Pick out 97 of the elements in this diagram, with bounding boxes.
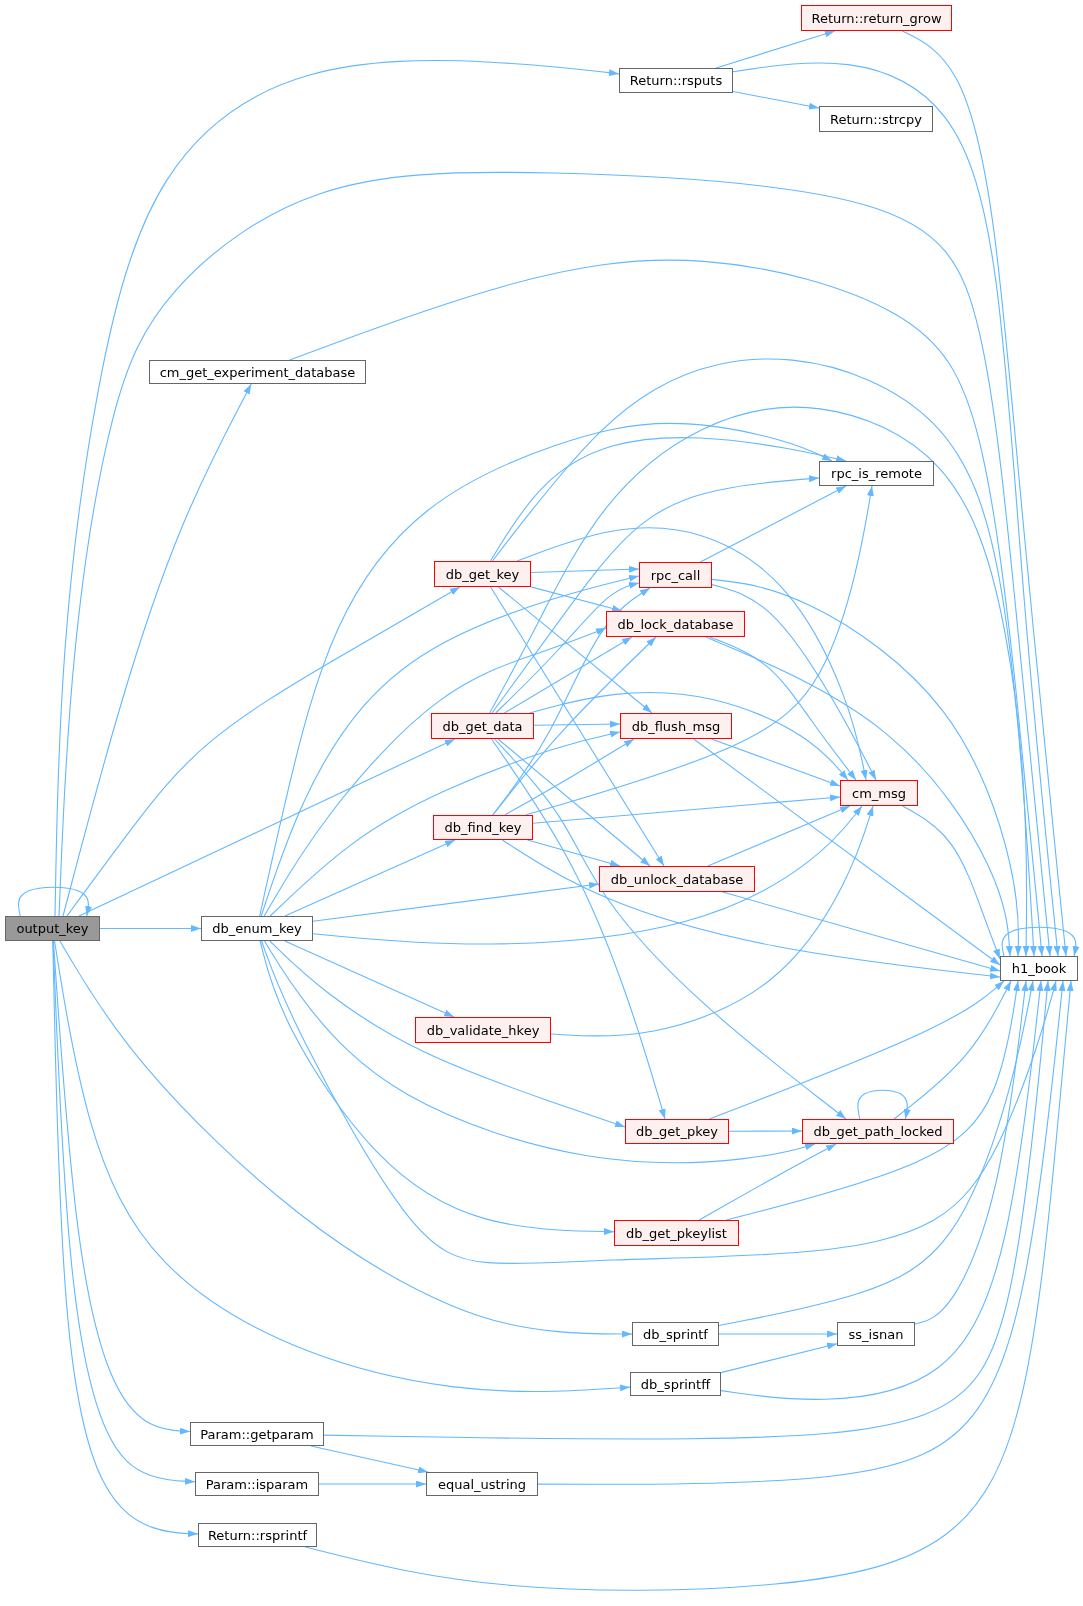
arrow <box>516 527 868 781</box>
arrow <box>269 730 621 917</box>
arrow <box>54 60 620 917</box>
function-box: db_validate_hkey <box>415 1017 551 1043</box>
arrow <box>718 980 1035 1327</box>
arrow <box>66 586 461 917</box>
function-box: db_get_path_locked <box>802 1119 954 1144</box>
arrow <box>893 980 1012 1120</box>
arrow <box>312 881 600 922</box>
function-box: Param::isparam <box>195 1472 319 1496</box>
arrow <box>312 805 863 945</box>
arrow <box>707 805 851 867</box>
function-box: rpc_is_remote <box>819 461 934 486</box>
arrow <box>504 738 635 816</box>
arrow <box>260 574 640 917</box>
arrow <box>709 636 857 781</box>
arrow <box>259 422 833 917</box>
arrow <box>732 90 820 110</box>
arrow <box>490 738 666 1120</box>
function-box: ss_isnan <box>837 1322 915 1346</box>
arrow <box>711 578 1022 957</box>
arrow <box>304 980 1074 1591</box>
function-box: db_lock_database <box>606 611 745 637</box>
arrow <box>720 1342 838 1374</box>
arrow <box>289 259 1045 957</box>
arrow <box>732 62 1061 957</box>
arrow <box>720 980 1044 1400</box>
arrow <box>99 925 202 932</box>
arrow <box>533 720 621 728</box>
arrow <box>263 940 816 1164</box>
arrow <box>494 738 847 1120</box>
arrow <box>497 738 651 867</box>
arrow <box>711 738 841 787</box>
arrow <box>323 980 1051 1440</box>
function-box: db_flush_msg <box>620 713 732 739</box>
function-box: equal_ustring <box>426 1472 538 1496</box>
function-box: h1_book <box>1000 956 1078 981</box>
function-box: output_key <box>5 916 100 941</box>
function-box: db_sprintf <box>632 1322 719 1346</box>
arrow <box>492 587 651 816</box>
arrow <box>705 636 1013 957</box>
arrow <box>529 691 849 781</box>
arrow <box>914 980 1029 1325</box>
arrow <box>284 839 456 917</box>
arrow <box>492 636 657 816</box>
arrow <box>501 839 1001 980</box>
arrow <box>1001 926 1080 957</box>
arrow <box>699 485 847 563</box>
arrow <box>711 584 877 781</box>
arrow <box>526 839 621 867</box>
arrow <box>857 1089 911 1120</box>
function-box: db_get_data <box>431 713 534 739</box>
arrow <box>17 886 93 917</box>
arrow <box>318 1480 427 1488</box>
arrow <box>698 1143 837 1221</box>
function-box: db_find_key <box>433 815 533 840</box>
arrow <box>259 940 615 1235</box>
arrow <box>708 980 1005 1120</box>
arrow <box>263 627 607 917</box>
arrow <box>725 980 1020 1221</box>
arrow <box>503 636 633 714</box>
arrow <box>489 437 847 562</box>
function-box: db_get_key <box>434 561 531 587</box>
function-box: Return::strcpy <box>819 106 933 132</box>
function-box: cm_get_experiment_database <box>149 360 366 384</box>
function-box: rpc_call <box>639 562 712 588</box>
arrow <box>260 940 1057 1265</box>
arrow <box>715 30 836 69</box>
function-box: db_sprintff <box>630 1372 721 1396</box>
arrow <box>310 1445 429 1474</box>
arrow <box>722 891 1001 972</box>
arrow <box>532 794 841 824</box>
function-box: Return::return_grow <box>801 5 952 31</box>
arrow <box>901 30 1069 957</box>
function-box: cm_msg <box>840 780 918 806</box>
arrow <box>491 475 820 714</box>
function-box: Return::rsputs <box>619 68 733 93</box>
arrow <box>550 805 874 1037</box>
function-box: db_get_pkey <box>625 1119 729 1144</box>
arrow <box>269 940 626 1128</box>
function-box: db_unlock_database <box>599 866 755 892</box>
arrow <box>78 738 456 917</box>
arrow <box>530 565 640 573</box>
arrow <box>524 485 874 816</box>
arrow <box>901 805 1001 960</box>
arrow <box>718 1330 838 1338</box>
arrow <box>530 586 623 612</box>
arrow <box>490 586 665 867</box>
function-box: Return::rsprintf <box>198 1523 317 1547</box>
arrow <box>693 738 1001 966</box>
arrow <box>728 1127 803 1135</box>
function-box: db_enum_key <box>201 916 313 941</box>
function-box: Param::getparam <box>190 1422 324 1446</box>
arrow <box>284 940 455 1018</box>
function-box: db_get_pkeylist <box>614 1220 739 1246</box>
arrow <box>537 980 1066 1485</box>
arrow <box>62 383 252 917</box>
